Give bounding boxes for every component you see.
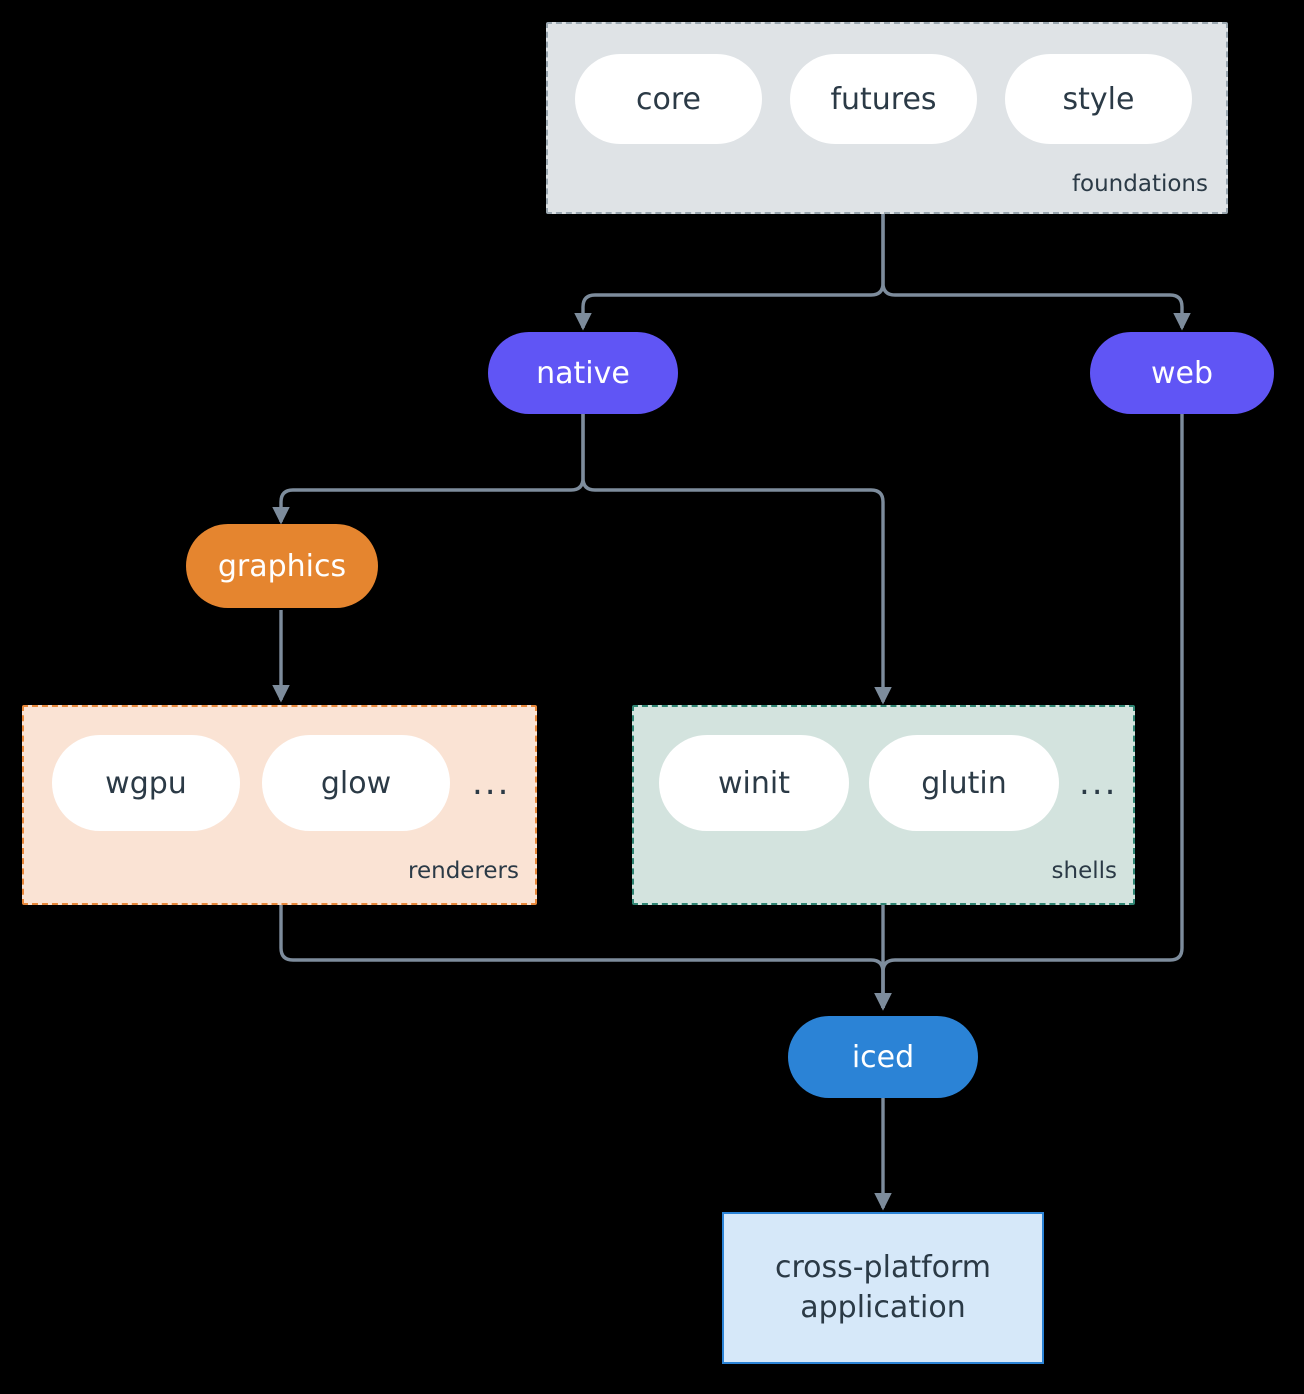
- edge-native-shells: [581, 414, 892, 705]
- node-web[interactable]: web: [1090, 332, 1274, 414]
- pill-glow-label: glow: [320, 765, 392, 801]
- pill-core[interactable]: core: [575, 54, 762, 144]
- node-native[interactable]: native: [488, 332, 678, 414]
- edge-native-graphics: [272, 414, 585, 525]
- pill-glutin-label: glutin: [921, 765, 1007, 801]
- renderers-items: wgpu glow ...: [24, 707, 535, 831]
- node-graphics[interactable]: graphics: [186, 524, 378, 608]
- pill-futures-label: futures: [830, 81, 937, 117]
- foundations-items: core futures style: [548, 24, 1226, 144]
- pill-futures[interactable]: futures: [790, 54, 977, 144]
- node-iced-label: iced: [851, 1039, 915, 1075]
- node-application-line1: cross-platform: [774, 1249, 992, 1285]
- shells-ellipsis: ...: [1079, 763, 1118, 803]
- edge-foundations-web: [881, 214, 1191, 331]
- pill-glutin[interactable]: glutin: [869, 735, 1059, 831]
- node-iced[interactable]: iced: [788, 1016, 978, 1098]
- pill-winit[interactable]: winit: [659, 735, 849, 831]
- node-graphics-label: graphics: [217, 548, 347, 584]
- group-renderers-label: renderers: [408, 858, 519, 884]
- edge-renderers-iced: [279, 905, 892, 1011]
- group-shells: winit glutin ... shells: [632, 705, 1135, 905]
- renderers-ellipsis: ...: [472, 763, 511, 803]
- node-application-label: cross-platform application: [775, 1248, 991, 1329]
- pill-core-label: core: [636, 81, 701, 117]
- shells-items: winit glutin ...: [634, 707, 1133, 831]
- edge-foundations-native: [574, 214, 885, 331]
- edge-web-iced: [874, 414, 1184, 1011]
- pill-wgpu-label: wgpu: [105, 765, 187, 801]
- pill-winit-label: winit: [718, 765, 790, 801]
- node-application-line2: application: [800, 1290, 966, 1325]
- node-native-label: native: [536, 355, 630, 391]
- group-foundations-label: foundations: [1071, 171, 1208, 197]
- pill-wgpu[interactable]: wgpu: [52, 735, 240, 831]
- group-foundations: core futures style foundations: [546, 22, 1228, 214]
- pill-style[interactable]: style: [1005, 54, 1192, 144]
- pill-glow[interactable]: glow: [262, 735, 450, 831]
- group-renderers: wgpu glow ... renderers: [22, 705, 537, 905]
- pill-style-label: style: [1062, 81, 1135, 117]
- node-web-label: web: [1150, 355, 1214, 391]
- group-shells-label: shells: [1051, 858, 1117, 884]
- node-application[interactable]: cross-platform application: [722, 1212, 1044, 1364]
